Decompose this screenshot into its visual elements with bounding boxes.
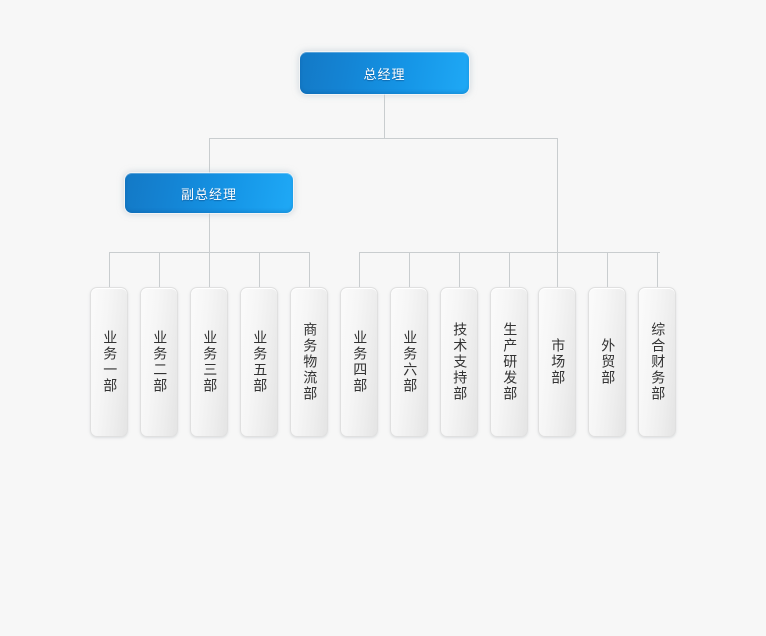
node-department-label: 技术支持部 bbox=[451, 322, 468, 402]
node-department-label: 综合财务部 bbox=[649, 322, 666, 402]
node-department[interactable]: 综合财务部 bbox=[638, 287, 676, 437]
connector-stem-left-3 bbox=[209, 252, 210, 287]
node-department[interactable]: 技术支持部 bbox=[440, 287, 478, 437]
connector-stem-left-1 bbox=[109, 252, 110, 287]
connector-stem-right-3 bbox=[459, 252, 460, 287]
node-department-label: 外贸部 bbox=[599, 338, 616, 386]
connector-stem-right-2 bbox=[409, 252, 410, 287]
node-department-label: 商务物流部 bbox=[301, 322, 318, 402]
connector-stem-right-7 bbox=[657, 252, 658, 287]
connector-stem-left-5 bbox=[309, 252, 310, 287]
connector-stem-right-1 bbox=[359, 252, 360, 287]
node-department[interactable]: 业务六部 bbox=[390, 287, 428, 437]
connector-right-branch bbox=[557, 138, 558, 252]
node-department-label: 业务一部 bbox=[101, 330, 118, 394]
node-department-label: 市场部 bbox=[549, 338, 566, 386]
node-department[interactable]: 商务物流部 bbox=[290, 287, 328, 437]
node-department[interactable]: 业务五部 bbox=[240, 287, 278, 437]
connector-stem-right-5 bbox=[557, 252, 558, 287]
node-department-label: 业务四部 bbox=[351, 330, 368, 394]
node-department[interactable]: 业务一部 bbox=[90, 287, 128, 437]
connector-gm-drop bbox=[384, 94, 385, 138]
node-general-manager-label: 总经理 bbox=[363, 67, 406, 83]
node-department-label: 业务二部 bbox=[151, 330, 168, 394]
node-department[interactable]: 业务四部 bbox=[340, 287, 378, 437]
connector-stem-right-6 bbox=[607, 252, 608, 287]
node-department[interactable]: 市场部 bbox=[538, 287, 576, 437]
node-department-label: 业务六部 bbox=[401, 330, 418, 394]
node-deputy-general-manager[interactable]: 副总经理 bbox=[125, 173, 293, 213]
node-department[interactable]: 外贸部 bbox=[588, 287, 626, 437]
node-department[interactable]: 生产研发部 bbox=[490, 287, 528, 437]
node-department-label: 业务五部 bbox=[251, 330, 268, 394]
connector-stem-right-4 bbox=[509, 252, 510, 287]
node-department-label: 生产研发部 bbox=[501, 322, 518, 402]
connector-top-bus bbox=[209, 138, 558, 139]
node-department-label: 业务三部 bbox=[201, 330, 218, 394]
node-general-manager[interactable]: 总经理 bbox=[300, 52, 469, 94]
node-deputy-general-manager-label: 副总经理 bbox=[180, 187, 237, 203]
connector-stem-left-2 bbox=[159, 252, 160, 287]
node-department[interactable]: 业务二部 bbox=[140, 287, 178, 437]
node-department[interactable]: 业务三部 bbox=[190, 287, 228, 437]
connector-stem-left-4 bbox=[259, 252, 260, 287]
